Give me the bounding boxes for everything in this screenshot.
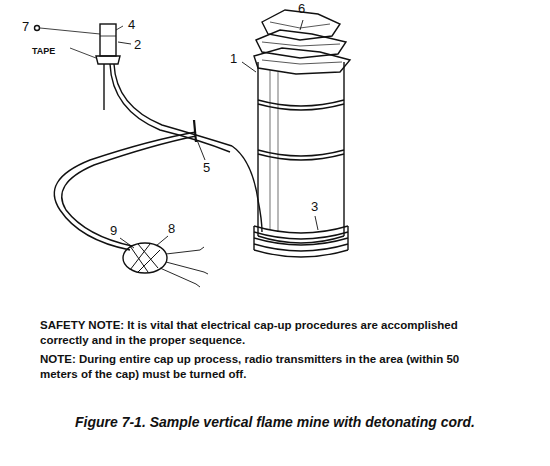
callout-number: 4 [128,18,135,33]
part-label: TAPE [32,46,55,56]
note-text: NOTE: During entire cap up process, radi… [40,352,460,382]
safety-note: SAFETY NOTE: It is vital that electrical… [40,318,460,348]
callout-number: 1 [230,52,237,67]
callout-number: 2 [134,38,141,53]
callout-number: 5 [203,161,210,176]
callout-number: 7 [22,20,29,35]
callout-number: 9 [110,224,117,239]
callout-number: 8 [168,222,175,237]
callout-number: 6 [298,2,305,17]
figure-caption: Figure 7-1. Sample vertical flame mine w… [75,414,475,430]
callout-number: 3 [311,200,318,215]
